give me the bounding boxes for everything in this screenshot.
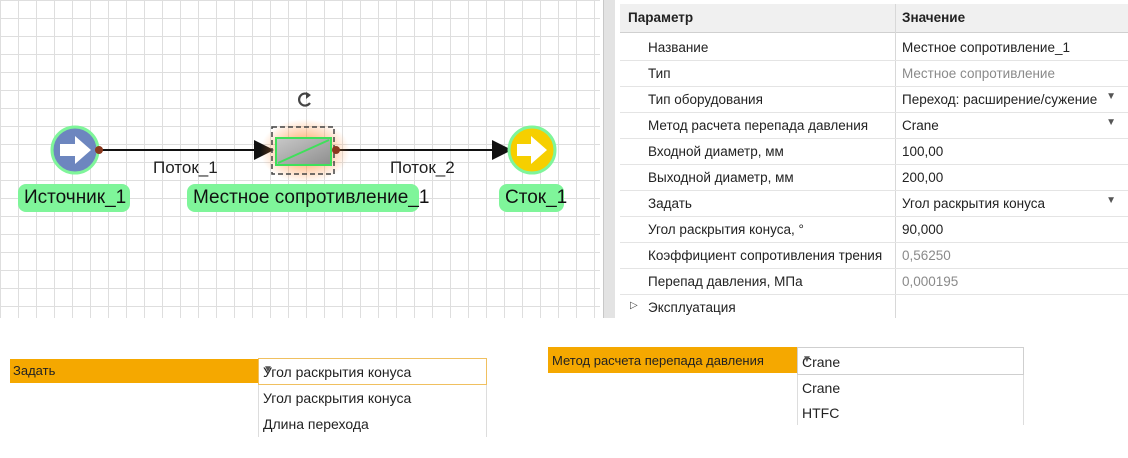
method-option-crane[interactable]: Crane [798, 375, 1023, 401]
property-category-row[interactable]: ▷ Эксплуатация [620, 295, 1128, 320]
property-row[interactable]: Коэффициент сопротивления трения 0,56250 [620, 243, 1128, 269]
diagram-graphics [50, 92, 557, 183]
header-param: Параметр [628, 10, 694, 25]
chevron-down-icon[interactable]: ▼ [802, 354, 812, 365]
panel-splitter[interactable] [603, 0, 615, 318]
chevron-down-icon[interactable]: ▼ [1106, 117, 1116, 128]
property-name: Метод расчета перепада давления [648, 118, 869, 133]
flow-2-label[interactable]: Поток_2 [390, 158, 455, 177]
property-name: Угол раскрытия конуса, ° [648, 222, 804, 237]
expand-triangle-icon[interactable]: ▷ [630, 300, 638, 311]
chevron-down-icon[interactable]: ▼ [1106, 91, 1116, 102]
property-value[interactable]: Переход: расширение/сужение [902, 92, 1098, 107]
flow-1-label[interactable]: Поток_1 [153, 158, 218, 177]
property-row[interactable]: Тип Местное сопротивление [620, 61, 1128, 87]
column-separator[interactable] [895, 4, 896, 318]
property-row[interactable]: Перепад давления, МПа 0,000195 [620, 269, 1128, 295]
method-dropdown-label: Метод расчета перепада давления [548, 347, 798, 373]
property-name: Выходной диаметр, мм [648, 170, 794, 185]
property-name: Входной диаметр, мм [648, 144, 784, 159]
option-label: HTFC [802, 405, 840, 421]
property-row[interactable]: Название Местное сопротивление_1 [620, 35, 1128, 61]
chevron-down-icon[interactable]: ▼ [1106, 195, 1116, 206]
property-row[interactable]: Метод расчета перепада давления Crane ▼ [620, 113, 1128, 139]
property-value: Местное сопротивление [902, 66, 1055, 81]
option-label: Длина перехода [263, 416, 369, 432]
set-option-cone-angle[interactable]: Угол раскрытия конуса [259, 385, 486, 411]
property-value[interactable]: Местное сопротивление_1 [902, 40, 1070, 55]
property-value[interactable]: 200,00 [902, 170, 944, 185]
property-row[interactable]: Угол раскрытия конуса, ° 90,000 [620, 217, 1128, 243]
method-dropdown-list: Crane HTFC [797, 375, 1024, 425]
property-value[interactable]: Crane [902, 118, 939, 133]
set-option-transition-length[interactable]: Длина перехода [259, 411, 486, 437]
property-grid-header: Параметр Значение [620, 4, 1128, 33]
method-dropdown-label-text: Метод расчета перепада давления [552, 353, 764, 368]
arrow-right-icon [517, 136, 547, 164]
arrow-right-icon [60, 136, 91, 164]
diagram-canvas[interactable]: Источник_1 Местное сопротивление_1 Сток_… [0, 0, 600, 318]
property-value[interactable]: Угол раскрытия конуса [902, 196, 1045, 211]
chevron-down-icon[interactable]: ▼ [263, 364, 273, 375]
property-name: Тип оборудования [648, 92, 763, 107]
resistance-node[interactable] [260, 119, 350, 183]
property-row[interactable]: Выходной диаметр, мм 200,00 [620, 165, 1128, 191]
source-node-label[interactable]: Источник_1 [18, 184, 130, 212]
set-dropdown-list: Угол раскрытия конуса Длина перехода [258, 385, 487, 437]
property-row[interactable]: Входной диаметр, мм 100,00 [620, 139, 1128, 165]
property-value[interactable]: 90,000 [902, 222, 944, 237]
property-row[interactable]: Задать Угол раскрытия конуса ▼ [620, 191, 1128, 217]
property-name: Задать [648, 196, 692, 211]
set-dropdown[interactable]: Угол раскрытия конуса ▼ [258, 358, 487, 385]
set-dropdown-label-text: Задать [13, 363, 56, 378]
set-dropdown-label: Задать [10, 359, 258, 383]
header-value: Значение [902, 10, 966, 25]
set-dropdown-selected: Угол раскрытия конуса [263, 364, 412, 380]
option-label: Угол раскрытия конуса [263, 390, 412, 406]
property-grid: Параметр Значение Название Местное сопро… [620, 4, 1128, 318]
property-value: 0,000195 [902, 274, 959, 289]
method-dropdown[interactable]: Crane ▼ [797, 347, 1024, 375]
source-node[interactable] [50, 125, 103, 175]
option-label: Crane [802, 380, 841, 396]
method-option-htfc[interactable]: HTFC [798, 400, 1023, 426]
resistance-node-label[interactable]: Местное сопротивление_1 [187, 184, 429, 212]
property-name: Перепад давления, МПа [648, 274, 803, 289]
property-value: 0,56250 [902, 248, 951, 263]
property-name: Коэффициент сопротивления трения [648, 248, 883, 263]
method-dropdown-selected: Crane [802, 354, 841, 370]
property-name: Тип [648, 66, 671, 81]
property-row[interactable]: Тип оборудования Переход: расширение/суж… [620, 87, 1128, 113]
sink-node[interactable] [507, 125, 557, 175]
rotate-icon[interactable] [298, 92, 311, 107]
sink-node-label[interactable]: Сток_1 [499, 184, 567, 212]
property-value[interactable]: 100,00 [902, 144, 944, 159]
category-name: Эксплуатация [648, 300, 736, 315]
property-name: Название [648, 40, 709, 55]
